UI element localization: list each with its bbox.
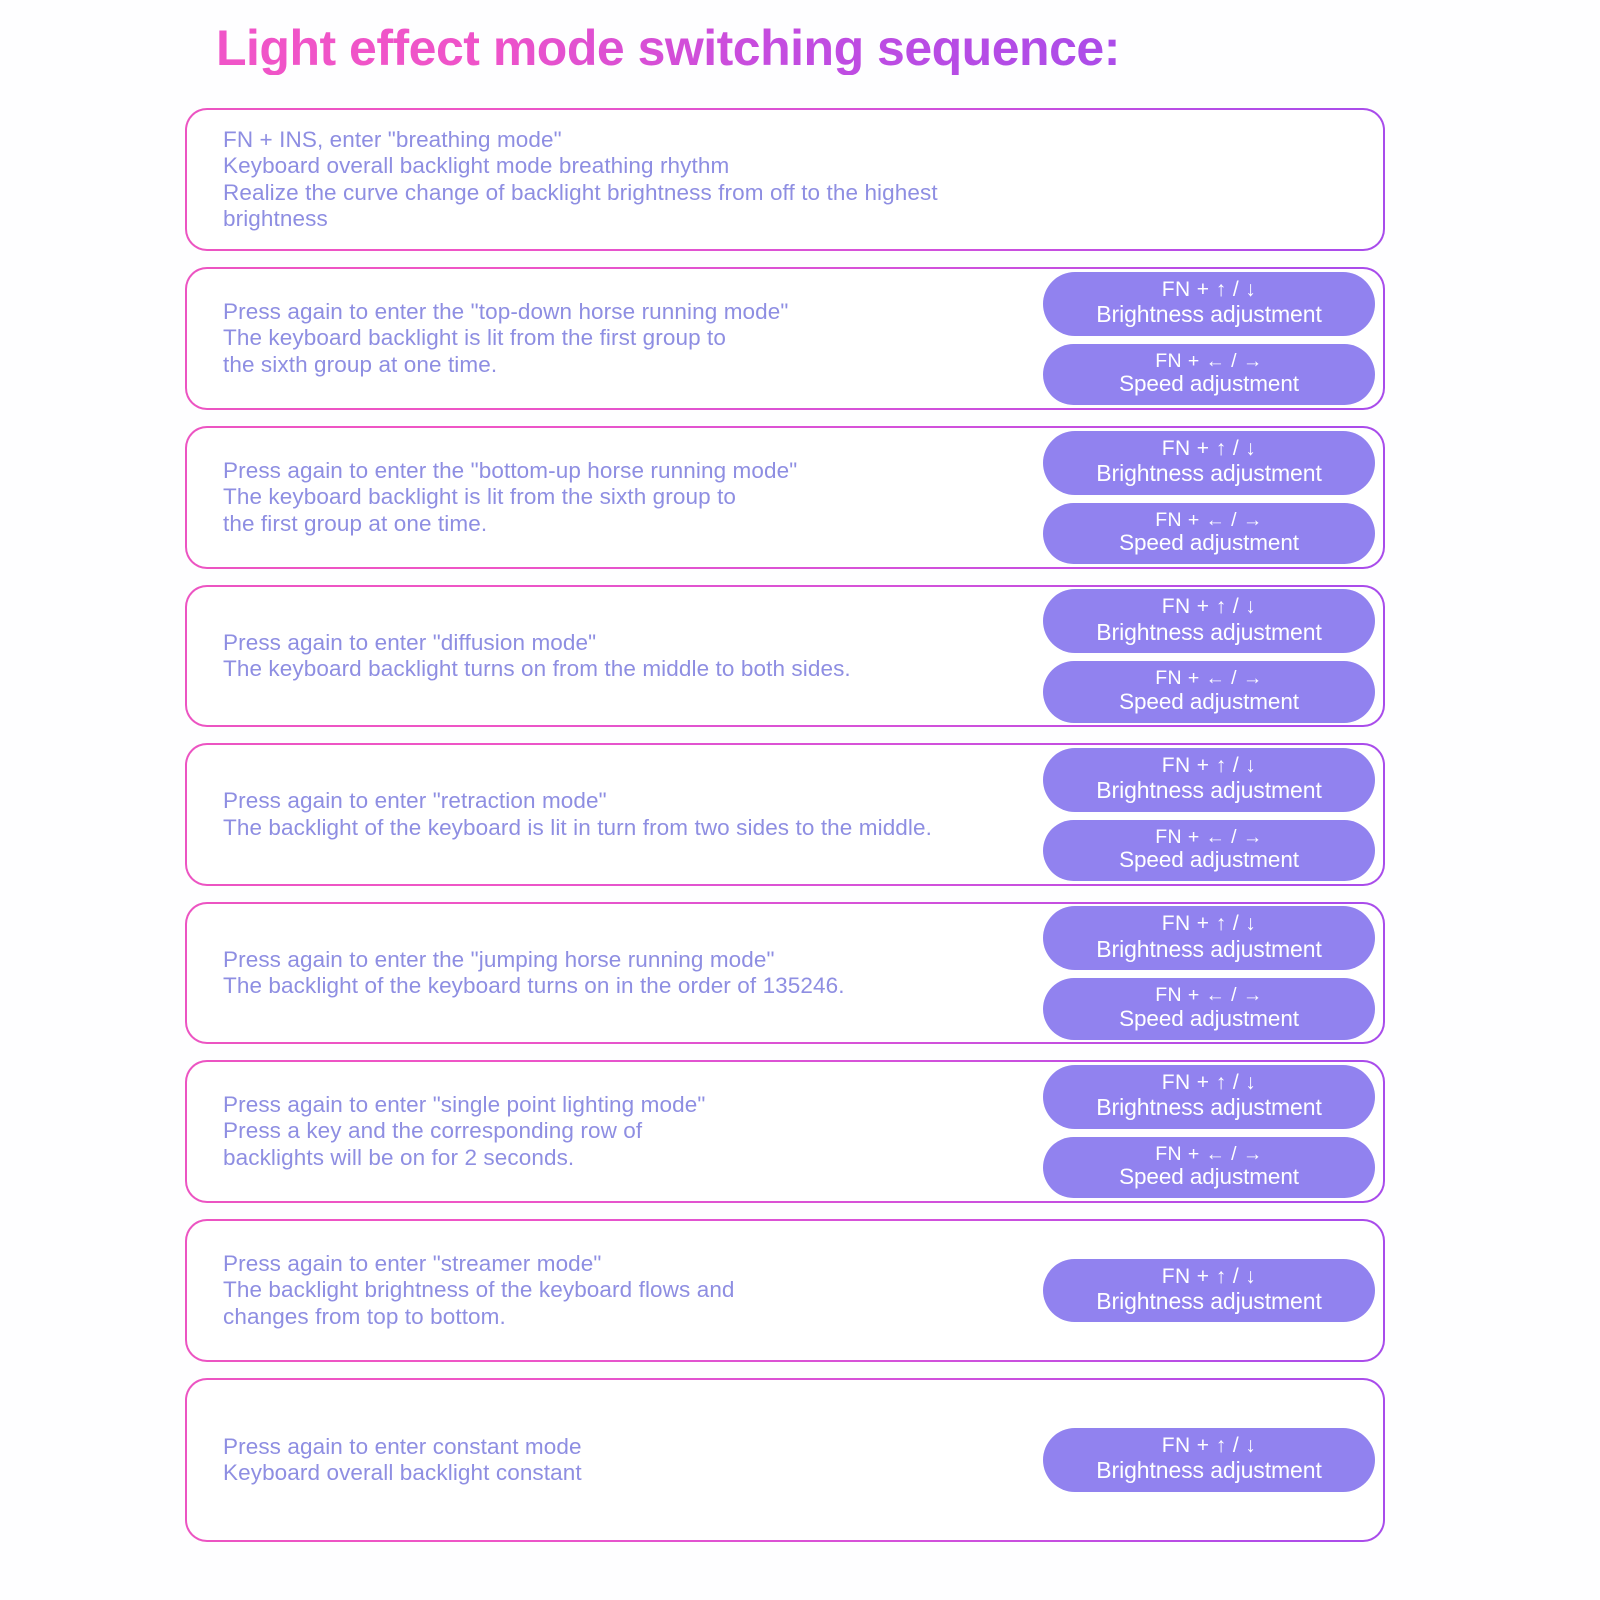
mode-description: Press again to enter the "jumping horse … [223, 946, 845, 998]
mode-card-body: Press again to enter "streamer mode" The… [187, 1233, 1043, 1348]
speed-shortcut-keys: FN + ← / → [1155, 825, 1263, 848]
brightness-button-label: Brightness adjustment [1096, 460, 1322, 487]
speed-shortcut-keys: FN + ← / → [1155, 984, 1263, 1007]
speed-adjustment-button[interactable]: FN + ← / → Speed adjustment [1043, 343, 1375, 406]
mode-card-buttons: FN + ↑ / ↓ Brightness adjustment FN + ← … [1043, 740, 1375, 889]
mode-description: Press again to enter constant mode Keybo… [223, 1433, 582, 1485]
speed-adjustment-button[interactable]: FN + ← / → Speed adjustment [1043, 819, 1375, 882]
brightness-button-label: Brightness adjustment [1096, 301, 1322, 328]
brightness-shortcut-keys: FN + ↑ / ↓ [1161, 753, 1257, 777]
speed-button-label: Speed adjustment [1119, 1005, 1299, 1031]
page-title: Light effect mode switching sequence: [216, 20, 1120, 76]
brightness-shortcut-keys: FN + ↑ / ↓ [1161, 436, 1257, 460]
brightness-adjustment-button[interactable]: FN + ↑ / ↓ Brightness adjustment [1043, 906, 1375, 971]
mode-card-streamer: Press again to enter "streamer mode" The… [185, 1219, 1385, 1362]
brightness-shortcut-keys: FN + ↑ / ↓ [1161, 1264, 1257, 1288]
mode-card-body: Press again to enter constant mode Keybo… [187, 1416, 1043, 1505]
brightness-button-label: Brightness adjustment [1096, 777, 1322, 804]
mode-card-buttons: FN + ↑ / ↓ Brightness adjustment [1043, 1420, 1375, 1500]
mode-card-buttons: FN + ↑ / ↓ Brightness adjustment FN + ← … [1043, 423, 1375, 572]
mode-description: Press again to enter "retraction mode" T… [223, 788, 932, 840]
brightness-button-label: Brightness adjustment [1096, 935, 1322, 962]
brightness-shortcut-keys: FN + ↑ / ↓ [1161, 277, 1257, 301]
mode-card-breathing: FN + INS, enter "breathing mode" Keyboar… [185, 108, 1385, 251]
mode-card-body: Press again to enter "retraction mode" T… [187, 770, 1043, 859]
mode-card-buttons: FN + ↑ / ↓ Brightness adjustment FN + ← … [1043, 264, 1375, 413]
speed-shortcut-keys: FN + ← / → [1155, 1142, 1263, 1165]
mode-card-bottom-up-horse-running: Press again to enter the "bottom-up hors… [185, 426, 1385, 569]
speed-adjustment-button[interactable]: FN + ← / → Speed adjustment [1043, 1136, 1375, 1199]
brightness-shortcut-keys: FN + ↑ / ↓ [1161, 595, 1257, 619]
mode-card-buttons: FN + ↑ / ↓ Brightness adjustment FN + ← … [1043, 581, 1375, 730]
mode-card-jumping-horse-running: Press again to enter the "jumping horse … [185, 902, 1385, 1044]
mode-card-body: FN + INS, enter "breathing mode" Keyboar… [187, 109, 1043, 250]
brightness-button-label: Brightness adjustment [1096, 1287, 1322, 1314]
mode-card-body: Press again to enter "single point light… [187, 1074, 1043, 1189]
brightness-button-label: Brightness adjustment [1096, 618, 1322, 645]
mode-card-body: Press again to enter the "top-down horse… [187, 281, 1043, 396]
brightness-adjustment-button[interactable]: FN + ↑ / ↓ Brightness adjustment [1043, 1258, 1375, 1323]
brightness-button-label: Brightness adjustment [1096, 1457, 1322, 1484]
mode-card-diffusion: Press again to enter "diffusion mode" Th… [185, 585, 1385, 727]
mode-card-buttons: FN + ↑ / ↓ Brightness adjustment FN + ← … [1043, 898, 1375, 1047]
speed-button-label: Speed adjustment [1119, 1164, 1299, 1190]
speed-shortcut-keys: FN + ← / → [1155, 667, 1263, 690]
mode-card-list: FN + INS, enter "breathing mode" Keyboar… [185, 108, 1385, 1558]
mode-card-body: Press again to enter the "jumping horse … [187, 929, 1043, 1018]
mode-card-retraction: Press again to enter "retraction mode" T… [185, 743, 1385, 886]
mode-description: Press again to enter "single point light… [223, 1092, 706, 1170]
speed-button-label: Speed adjustment [1119, 530, 1299, 556]
mode-description: FN + INS, enter "breathing mode" Keyboar… [223, 126, 938, 231]
mode-card-body: Press again to enter "diffusion mode" Th… [187, 612, 1043, 701]
mode-description: Press again to enter the "bottom-up hors… [223, 458, 798, 536]
brightness-adjustment-button[interactable]: FN + ↑ / ↓ Brightness adjustment [1043, 430, 1375, 495]
brightness-shortcut-keys: FN + ↑ / ↓ [1161, 1070, 1257, 1094]
speed-adjustment-button[interactable]: FN + ← / → Speed adjustment [1043, 978, 1375, 1040]
speed-button-label: Speed adjustment [1119, 371, 1299, 397]
speed-shortcut-keys: FN + ← / → [1155, 349, 1263, 372]
brightness-shortcut-keys: FN + ↑ / ↓ [1161, 1434, 1257, 1458]
brightness-adjustment-button[interactable]: FN + ↑ / ↓ Brightness adjustment [1043, 747, 1375, 812]
brightness-shortcut-keys: FN + ↑ / ↓ [1161, 912, 1257, 936]
mode-card-body: Press again to enter the "bottom-up hors… [187, 440, 1043, 555]
speed-shortcut-keys: FN + ← / → [1155, 508, 1263, 531]
brightness-button-label: Brightness adjustment [1096, 1094, 1322, 1121]
speed-adjustment-button[interactable]: FN + ← / → Speed adjustment [1043, 502, 1375, 565]
speed-button-label: Speed adjustment [1119, 688, 1299, 714]
mode-card-constant: Press again to enter constant mode Keybo… [185, 1378, 1385, 1542]
mode-description: Press again to enter "streamer mode" The… [223, 1251, 735, 1329]
brightness-adjustment-button[interactable]: FN + ↑ / ↓ Brightness adjustment [1043, 271, 1375, 336]
brightness-adjustment-button[interactable]: FN + ↑ / ↓ Brightness adjustment [1043, 589, 1375, 654]
mode-card-top-down-horse-running: Press again to enter the "top-down horse… [185, 267, 1385, 410]
brightness-adjustment-button[interactable]: FN + ↑ / ↓ Brightness adjustment [1043, 1428, 1375, 1492]
speed-adjustment-button[interactable]: FN + ← / → Speed adjustment [1043, 661, 1375, 723]
mode-card-buttons: FN + ↑ / ↓ Brightness adjustment [1043, 1251, 1375, 1331]
mode-description: Press again to enter the "top-down horse… [223, 299, 789, 377]
speed-button-label: Speed adjustment [1119, 847, 1299, 873]
mode-card-single-point-lighting: Press again to enter "single point light… [185, 1060, 1385, 1203]
mode-card-buttons: FN + ↑ / ↓ Brightness adjustment FN + ← … [1043, 1057, 1375, 1206]
mode-card-buttons [1043, 172, 1375, 188]
mode-description: Press again to enter "diffusion mode" Th… [223, 629, 851, 681]
brightness-adjustment-button[interactable]: FN + ↑ / ↓ Brightness adjustment [1043, 1064, 1375, 1129]
